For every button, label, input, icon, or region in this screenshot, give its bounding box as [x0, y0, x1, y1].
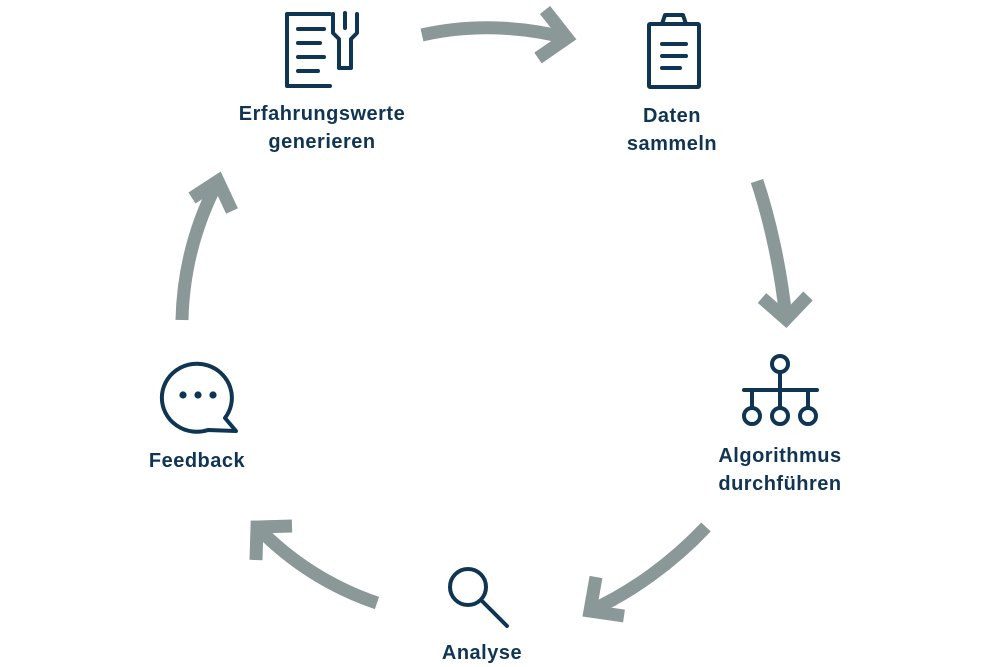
label-line: Analyse: [441, 642, 523, 664]
document-wrench-icon: [285, 11, 359, 88]
label-daten: Daten sammeln: [592, 102, 752, 158]
label-line: generieren: [268, 131, 376, 153]
label-line: Daten: [642, 105, 702, 127]
arrow-erfahrung-to-daten: [420, 5, 577, 64]
label-line: sammeln: [626, 133, 718, 155]
clipboard-icon: [647, 13, 701, 89]
arrow-analyse-to-feedback: [249, 519, 380, 610]
label-line: Algorithmus: [718, 445, 842, 467]
label-line: Erfahrungswerte: [238, 103, 406, 125]
label-algorithmus: Algorithmus durchführen: [690, 442, 870, 498]
arrow-daten-to-algorithmus: [750, 178, 813, 328]
magnifier-icon: [448, 567, 509, 628]
speech-bubble-icon: [159, 361, 238, 434]
arrow-algorithmus-to-analyse: [582, 522, 711, 623]
label-line: durchführen: [718, 473, 842, 495]
label-analyse: Analyse: [412, 639, 552, 667]
label-erfahrungswerte: Erfahrungswerte generieren: [222, 100, 422, 156]
label-line: Feedback: [148, 450, 246, 472]
label-feedback: Feedback: [127, 447, 267, 475]
arrow-feedback-to-erfahrung: [175, 171, 238, 321]
hierarchy-icon: [742, 354, 819, 426]
